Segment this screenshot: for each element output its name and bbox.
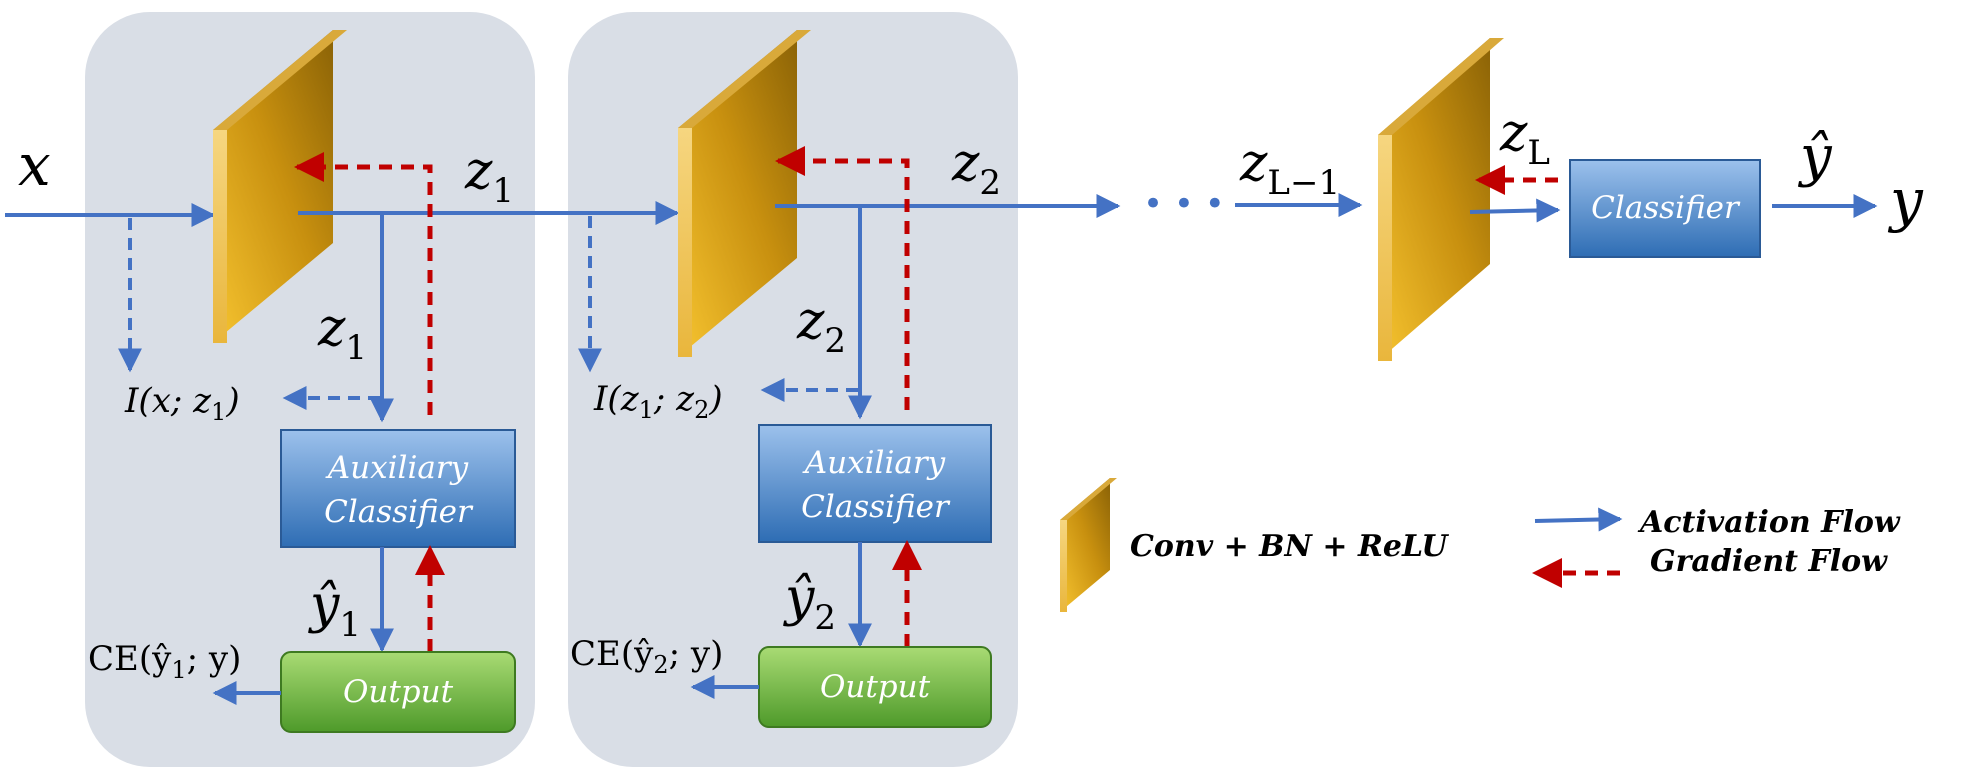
gradient-1-to-layer-arrow	[294, 152, 433, 415]
zL-minus-1-label: zL−1	[1239, 133, 1340, 203]
zL-label: zL	[1499, 103, 1550, 173]
z2-branch-label: z2	[796, 291, 846, 361]
auxiliary-classifier-2: Auxiliary Classifier	[758, 424, 992, 543]
mi1-label: I(x; z1)	[124, 381, 240, 426]
zL-activation-arrow	[1469, 198, 1561, 223]
z1-main-label: z1	[464, 141, 514, 211]
auxiliary-classifier-1: Auxiliary Classifier	[280, 429, 516, 548]
conv-layer-1	[213, 30, 347, 343]
legend-activation-label: Activation Flow	[1637, 505, 1901, 540]
output-2: Output	[758, 646, 992, 728]
yhat-final-label: ŷ	[1797, 124, 1833, 189]
legend-layer-icon	[1060, 478, 1117, 612]
conv-layer-L	[1378, 38, 1504, 361]
ellipsis: • • •	[1143, 184, 1225, 224]
svg-text:Output: Output	[820, 669, 931, 705]
yhat1-label: ŷ1	[308, 575, 361, 645]
input-label: x	[18, 131, 51, 199]
ce2-label: CE(ŷ2; y)	[570, 634, 723, 679]
legend-gradient-label: Gradient Flow	[1650, 544, 1888, 579]
ce1-label: CE(ŷ1; y)	[88, 639, 241, 684]
z1-branch-label: z1	[317, 298, 367, 368]
svg-text:Classifier: Classifier	[324, 494, 474, 530]
svg-text:Output: Output	[343, 674, 454, 710]
svg-text:Auxiliary: Auxiliary	[325, 450, 469, 486]
yhat2-label: ŷ2	[783, 568, 836, 638]
svg-text:Classifier: Classifier	[1591, 190, 1741, 226]
y-final-label: y	[1887, 166, 1924, 234]
z2-main-label: z2	[951, 133, 1001, 203]
legend-layer-label: Conv + BN + ReLU	[1130, 529, 1449, 564]
mi2-label: I(z1; z2)	[593, 379, 723, 424]
gradient-2-to-layer-arrow	[775, 146, 910, 410]
output-1: Output	[280, 651, 516, 733]
final-classifier: Classifier	[1569, 159, 1761, 258]
svg-text:Auxiliary: Auxiliary	[802, 445, 946, 481]
legend-activation-arrow	[1534, 507, 1623, 532]
conv-layer-2	[678, 30, 811, 357]
svg-text:Classifier: Classifier	[801, 489, 951, 525]
block-1-panel	[85, 12, 535, 767]
